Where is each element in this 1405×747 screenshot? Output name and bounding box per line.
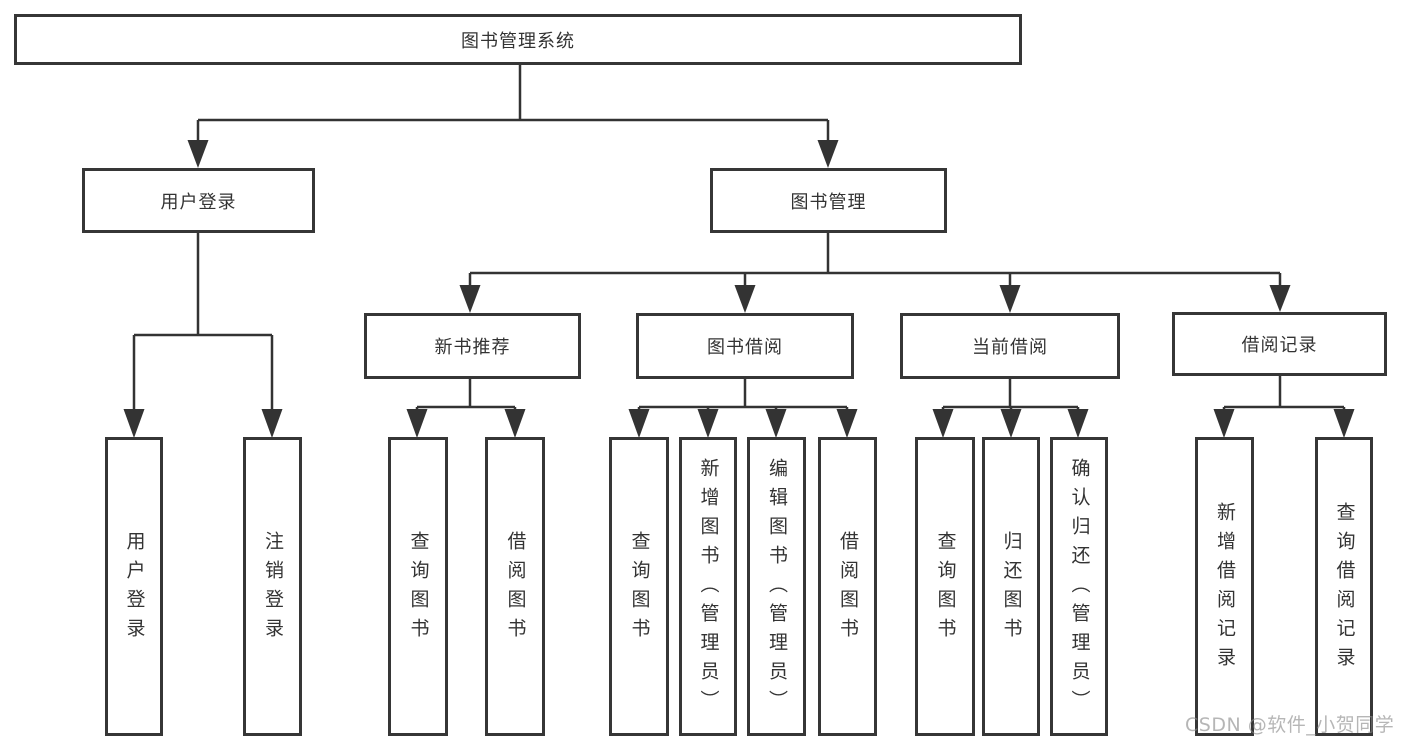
node-label: 查询借阅记录 [1333, 501, 1356, 676]
node-br-add-record: 新增借阅记录 [1195, 437, 1254, 736]
node-book-borrowing: 图书借阅 [636, 313, 854, 379]
node-label: 当前借阅 [972, 337, 1048, 358]
node-label: 新书推荐 [434, 337, 511, 358]
node-label: 用户登录 [123, 530, 146, 647]
node-label: 用户登录 [160, 191, 237, 213]
node-label: 图书借阅 [707, 337, 783, 358]
node-cb-query-books: 查询图书 [915, 437, 975, 736]
node-bb-query-books: 查询图书 [609, 437, 669, 736]
node-label: 新增借阅记录 [1214, 501, 1236, 676]
node-label: 借阅图书 [504, 530, 527, 647]
node-bb-edit-books-admin: 编辑图书（管理员） [747, 437, 806, 736]
node-book-management: 图书管理 [710, 168, 947, 233]
node-br-query-record: 查询借阅记录 [1315, 437, 1373, 736]
node-bb-add-books-admin: 新增图书（管理员） [679, 437, 737, 736]
node-logout: 注销登录 [243, 437, 302, 736]
node-label: 图书管理 [790, 191, 867, 213]
node-current-borrowing: 当前借阅 [900, 313, 1120, 379]
node-borrowing-records: 借阅记录 [1172, 312, 1387, 376]
node-label: 查询图书 [628, 530, 651, 647]
arrowheads [123, 140, 1355, 438]
node-new-book-recommendation: 新书推荐 [364, 313, 581, 379]
node-library-management-system: 图书管理系统 [14, 14, 1022, 65]
node-user-login-leaf: 用户登录 [105, 437, 163, 736]
node-bb-borrow-books: 借阅图书 [818, 437, 877, 736]
node-rec-borrow-books: 借阅图书 [485, 437, 545, 736]
node-user-login: 用户登录 [82, 168, 315, 233]
node-label: 查询图书 [407, 530, 430, 647]
node-label: 归还图书 [1000, 530, 1023, 647]
node-label: 借阅记录 [1241, 335, 1318, 356]
node-label: 借阅图书 [837, 530, 859, 647]
node-label: 查询图书 [934, 530, 957, 647]
node-cb-confirm-return-admin: 确认归还（管理员） [1050, 437, 1108, 736]
node-rec-query-books: 查询图书 [388, 437, 448, 736]
node-label: 注销登录 [262, 530, 284, 647]
node-cb-return-books: 归还图书 [982, 437, 1040, 736]
csdn-watermark: CSDN @软件_小贺同学 [1185, 714, 1395, 736]
node-label: 图书管理系统 [461, 30, 575, 52]
node-label: 新增图书（管理员） [697, 458, 720, 719]
node-label: 确认归还（管理员） [1068, 458, 1091, 719]
node-label: 编辑图书（管理员） [766, 458, 788, 719]
